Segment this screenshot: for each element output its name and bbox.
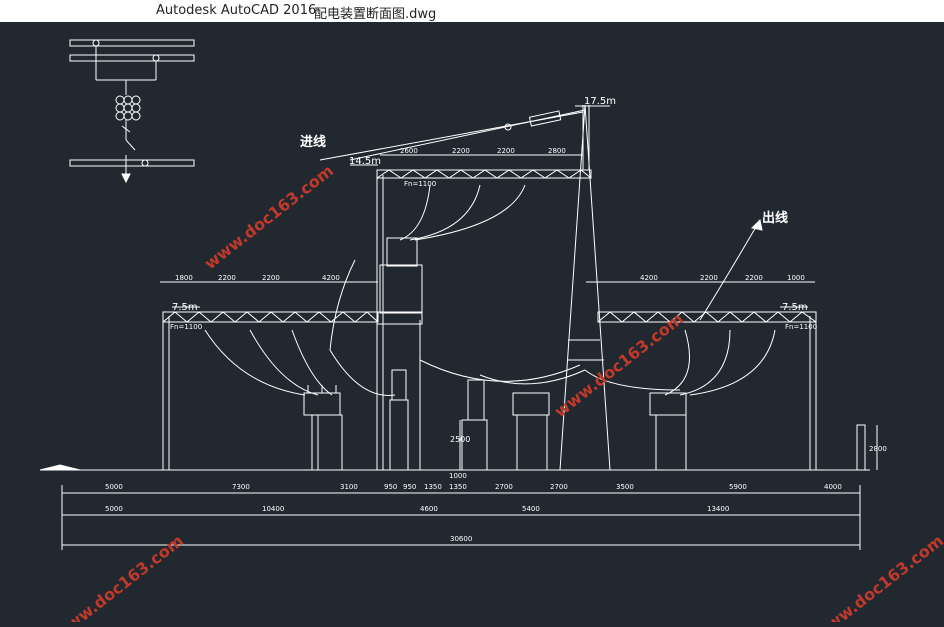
incoming-label: 进线 xyxy=(300,134,326,150)
bottom2-dim-1: 5000 xyxy=(105,505,123,513)
bottom2-dim-3: 4600 xyxy=(420,505,438,513)
right-gantry xyxy=(597,306,817,470)
right-dim-1: 4200 xyxy=(640,274,658,282)
watermark-1: www.doc163.com xyxy=(201,161,337,273)
equipment-left xyxy=(303,385,343,471)
title-bar: Autodesk AutoCAD 2016 配电装置断面图.dwg xyxy=(0,0,944,22)
central-gantry xyxy=(350,164,592,470)
drawing-canvas[interactable]: 进线 出线 17.5m 14.5m 7.5m 7.5m Fn=1100 Fn=1… xyxy=(0,22,944,627)
equipment-center xyxy=(379,237,488,471)
bottom-dim-11: 5900 xyxy=(729,483,747,491)
top-dim-3: 2200 xyxy=(497,147,515,155)
lightning-tower xyxy=(559,104,611,471)
left-gantry xyxy=(162,306,379,470)
left-dim-1: 1800 xyxy=(175,274,193,282)
bottom-dim-8: 2700 xyxy=(495,483,513,491)
top-dim-2: 2200 xyxy=(452,147,470,155)
bottom-dim-5: 950 xyxy=(403,483,416,491)
left-dim-3: 2200 xyxy=(262,274,280,282)
total-dim: 30600 xyxy=(450,535,472,543)
left-dim-4: 4200 xyxy=(322,274,340,282)
bottom-dim-10: 3500 xyxy=(616,483,634,491)
bottom-dim-4: 950 xyxy=(384,483,397,491)
top-dim-4: 2800 xyxy=(548,147,566,155)
single-line-diagram xyxy=(69,39,195,184)
right-dim-4: 1000 xyxy=(787,274,805,282)
app-title: Autodesk AutoCAD 2016 xyxy=(156,3,317,18)
pn-label-center: Fn=1100 xyxy=(404,180,436,188)
dim-1000: 1000 xyxy=(449,472,467,480)
right-dim-2: 2200 xyxy=(700,274,718,282)
elevation-gantry: 14.5m xyxy=(349,156,381,167)
elevation-left: 7.5m xyxy=(172,302,198,313)
height-2500: 2500 xyxy=(450,435,470,444)
conductors xyxy=(204,109,776,396)
equipment-right xyxy=(512,392,866,471)
bottom-dim-9: 2700 xyxy=(550,483,568,491)
bottom-dim-1: 5000 xyxy=(105,483,123,491)
ground-symbol xyxy=(39,464,81,471)
watermark-2: www.doc163.com xyxy=(551,309,687,421)
bottom-dim-12: 4000 xyxy=(824,483,842,491)
file-name: 配电装置断面图.dwg xyxy=(314,7,437,22)
elevation-right: 7.5m xyxy=(782,302,808,313)
bottom2-dim-2: 10400 xyxy=(262,505,284,513)
pn-label-left: Fn=1100 xyxy=(170,323,202,331)
bottom-dim-6: 1350 xyxy=(424,483,442,491)
height-2800: 2800 xyxy=(869,445,887,453)
bottom-dim-7: 1350 xyxy=(449,483,467,491)
dimension-lines xyxy=(61,154,878,550)
left-dim-2: 2200 xyxy=(218,274,236,282)
bottom-dim-3: 3100 xyxy=(340,483,358,491)
bottom2-dim-4: 5400 xyxy=(522,505,540,513)
bottom2-dim-5: 13400 xyxy=(707,505,729,513)
right-dim-3: 2200 xyxy=(745,274,763,282)
pn-label-right: Fn=1100 xyxy=(785,323,817,331)
outgoing-label: 出线 xyxy=(762,210,788,226)
elevation-top: 17.5m xyxy=(584,96,616,107)
bottom-dim-2: 7300 xyxy=(232,483,250,491)
top-dim-1: 2600 xyxy=(400,147,418,155)
